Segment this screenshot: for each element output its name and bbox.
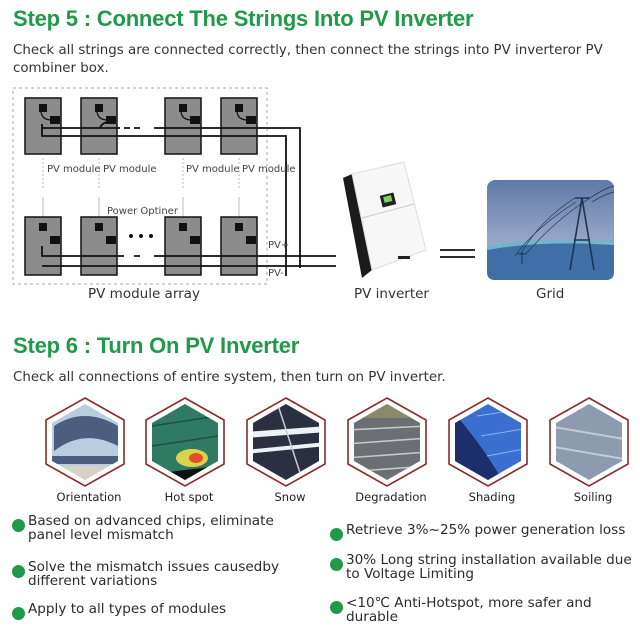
factor-orientation: Orientation bbox=[40, 396, 130, 504]
hot-spot-image bbox=[145, 397, 225, 487]
ellipsis-dot bbox=[139, 234, 143, 238]
feature-text: Solve the mismatch issues causedby diffe… bbox=[28, 559, 279, 589]
bullet-dot-icon bbox=[12, 519, 25, 532]
pv-inverter-caption: PV inverter bbox=[354, 286, 429, 302]
feature-item: Apply to all types of modules bbox=[12, 602, 312, 620]
pv-module-top-1 bbox=[24, 97, 62, 155]
pv-plus-label: PV+ bbox=[268, 240, 289, 251]
feature-item: 30% Long string installation available d… bbox=[330, 553, 640, 581]
shading-image bbox=[448, 397, 528, 487]
top-string-wire-positive bbox=[124, 127, 301, 268]
soiling-image bbox=[549, 397, 629, 487]
feature-item: Retrieve 3%~25% power generation loss bbox=[330, 523, 640, 541]
feature-text: 30% Long string installation available d… bbox=[346, 552, 632, 582]
factor-label: Shading bbox=[468, 490, 516, 504]
power-optimizer-label: Power Optiner bbox=[107, 206, 179, 217]
feature-text: <10℃ Anti-Hotspot, more safer and durabl… bbox=[346, 595, 592, 625]
pv-module-top-3 bbox=[164, 97, 202, 155]
snow-image bbox=[246, 397, 326, 487]
grid-image bbox=[486, 180, 615, 280]
module-label-2: PV module bbox=[103, 164, 157, 175]
feature-text: Based on advanced chips, eliminate panel… bbox=[28, 513, 274, 543]
top-string-wire-a bbox=[42, 121, 120, 129]
factor-label: Snow bbox=[274, 490, 306, 504]
ellipsis-dot bbox=[129, 234, 133, 238]
factor-snow: Snow bbox=[241, 396, 331, 504]
factor-soiling: Soiling bbox=[544, 396, 634, 504]
feature-item: Based on advanced chips, eliminate panel… bbox=[12, 514, 312, 542]
feature-item: Solve the mismatch issues causedby diffe… bbox=[12, 560, 322, 588]
pv-module-top-4 bbox=[220, 97, 258, 155]
feature-text: Apply to all types of modules bbox=[28, 601, 227, 617]
feature-text: Retrieve 3%~25% power generation loss bbox=[346, 522, 626, 538]
step6-description: Check all connections of entire system, … bbox=[13, 370, 446, 385]
pv-minus-label: PV- bbox=[268, 268, 284, 279]
top-string-wire-negative bbox=[41, 124, 287, 276]
module-label-3: PV module bbox=[186, 164, 240, 175]
pv-module-array-caption: PV module array bbox=[88, 286, 200, 302]
factor-hot-spot: Hot spot bbox=[140, 396, 230, 504]
module-label-4: PV module bbox=[242, 164, 296, 175]
array-border bbox=[12, 87, 268, 285]
feature-item: <10℃ Anti-Hotspot, more safer and durabl… bbox=[330, 596, 640, 624]
factor-degradation: Degradation bbox=[342, 396, 432, 504]
factor-label: Hot spot bbox=[164, 490, 214, 504]
bullet-dot-icon bbox=[330, 558, 343, 571]
bullet-dot-icon bbox=[12, 607, 25, 620]
grid-caption: Grid bbox=[536, 286, 565, 302]
bullet-dot-icon bbox=[330, 601, 343, 614]
step5-description: Check all strings are connected correctl… bbox=[13, 43, 603, 76]
wiring-diagram: PV module PV module PV module PV module … bbox=[0, 80, 640, 310]
bullet-dot-icon bbox=[330, 528, 343, 541]
factor-label: Soiling bbox=[573, 490, 613, 504]
step6-title: Step 6 : Turn On PV Inverter bbox=[13, 333, 300, 358]
orientation-image bbox=[45, 397, 125, 487]
step5-title: Step 5 : Connect The Strings Into PV Inv… bbox=[13, 6, 474, 31]
pv-module-top-2 bbox=[80, 97, 118, 155]
factor-label: Degradation bbox=[355, 490, 427, 504]
ellipsis-dot bbox=[149, 234, 153, 238]
pv-inverter-image bbox=[343, 161, 427, 278]
degradation-image bbox=[347, 397, 427, 487]
wiring-diagram-svg: PV module PV module PV module PV module … bbox=[12, 87, 615, 285]
module-label-1: PV module bbox=[47, 164, 101, 175]
bullet-dot-icon bbox=[12, 565, 25, 578]
factor-label: Orientation bbox=[56, 490, 122, 504]
factor-shading: Shading bbox=[443, 396, 533, 504]
bottom-wire-positive bbox=[41, 246, 336, 257]
